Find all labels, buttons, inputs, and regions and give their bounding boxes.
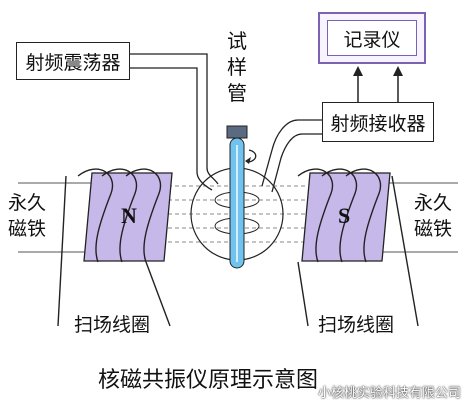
- tube-cap: [226, 125, 248, 139]
- coil-right-label: 扫场线圈: [318, 314, 395, 336]
- coil-left-label: 扫场线圈: [74, 314, 151, 336]
- right-sweep-coil: [297, 168, 419, 327]
- receiver-label: 射频接收器: [330, 112, 426, 135]
- watermark: 小核桃实验科技有限公司: [318, 386, 462, 401]
- left-sweep-coil: [57, 168, 171, 327]
- caption: 核磁共振仪原理示意图: [98, 368, 319, 393]
- receiver-cable: [261, 119, 322, 187]
- oscillator-box: 射频震荡器: [16, 42, 130, 80]
- magnet-left-label: 永久磁铁: [7, 192, 46, 240]
- receiver-box: 射频接收器: [322, 102, 434, 142]
- up-arrow-icon: [353, 66, 363, 76]
- oscillator-label: 射频震荡器: [25, 51, 121, 74]
- magnet-right-label: 永久磁铁: [413, 192, 452, 240]
- oscillator-cable: [130, 53, 219, 185]
- recorder-inner: 记录仪: [327, 20, 417, 56]
- recorder-label: 记录仪: [343, 28, 401, 51]
- left-magnet: [83, 172, 173, 262]
- recorder-box: 记录仪: [318, 12, 426, 64]
- rotation-arrow-icon: [248, 149, 257, 163]
- tube-label: 试样管: [227, 29, 247, 105]
- up-arrow-icon: [393, 66, 403, 76]
- pole-n: N: [121, 203, 137, 228]
- pole-s: S: [338, 203, 351, 228]
